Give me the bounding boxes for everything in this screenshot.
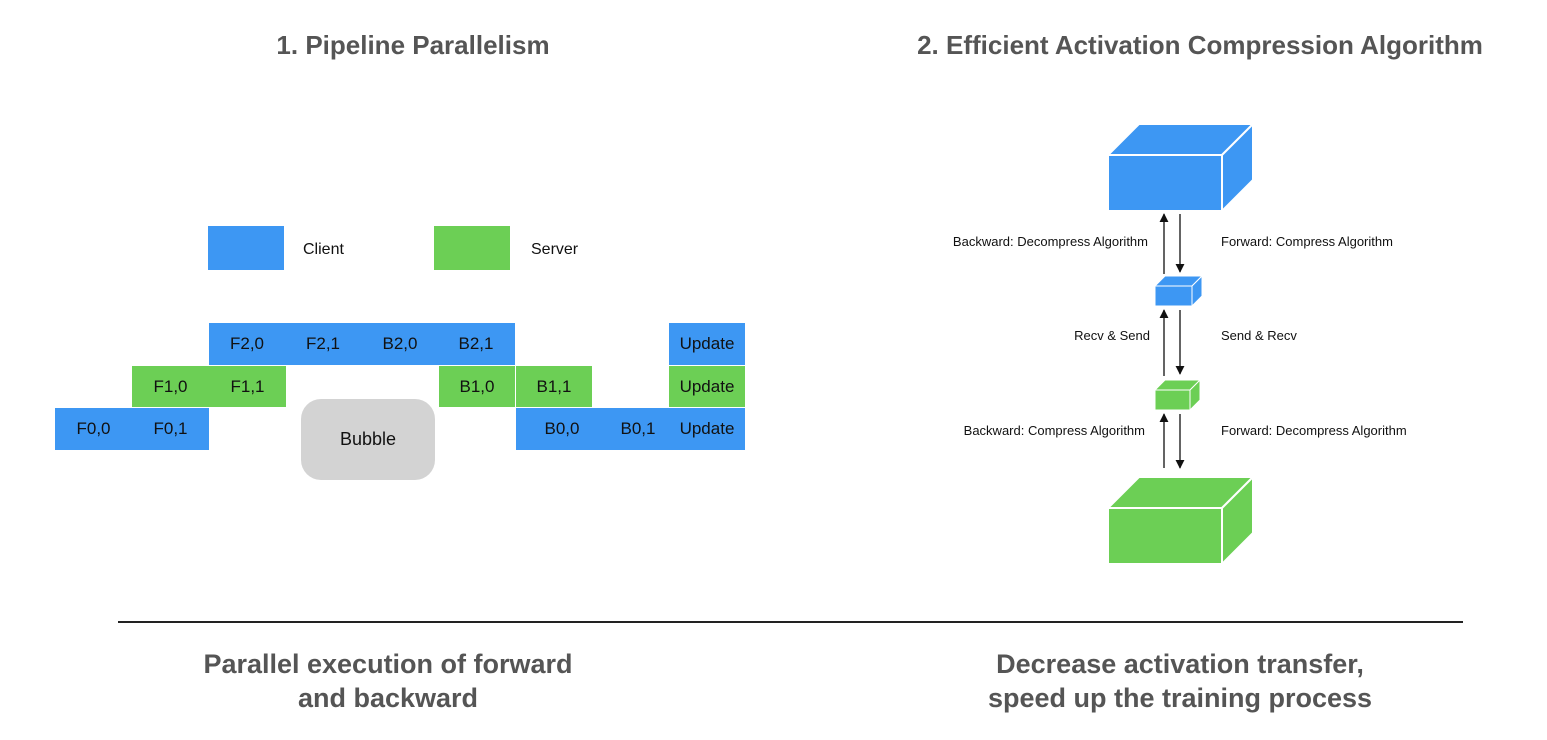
compression-caption-line-2: speed up the training process xyxy=(987,683,1373,713)
pipeline-title: 1. Pipeline Parallelism xyxy=(276,30,550,60)
small-server-box xyxy=(1153,378,1202,412)
cell-update-mid: Update xyxy=(669,366,745,407)
label-forward-decompress: Forward: Decompress Algorithm xyxy=(1221,423,1407,438)
compression-caption-line-1: Decrease activation transfer, xyxy=(996,649,1364,679)
cell-update-top: Update xyxy=(669,323,745,365)
label-send-recv: Send & Recv xyxy=(1221,328,1297,343)
cell-b1-0: B1,0 xyxy=(439,366,515,407)
cell-f0-0: F0,0 xyxy=(76,419,111,438)
cell-b2-0: B2,0 xyxy=(382,334,418,353)
pipeline-caption-line-2: and backward xyxy=(297,683,479,713)
compression-title: 2. Efficient Activation Compression Algo… xyxy=(917,30,1483,60)
large-server-box xyxy=(1105,474,1256,567)
pipeline-row-mid-block-left xyxy=(132,366,286,407)
cell-f1-0: F1,0 xyxy=(153,376,188,396)
divider-line xyxy=(118,621,1463,623)
legend-client-label: Client xyxy=(303,241,344,258)
compression-caption: Decrease activation transfer, speed up t… xyxy=(900,647,1460,715)
legend-server-swatch xyxy=(434,226,510,270)
cell-b2-1: B2,1 xyxy=(458,334,494,353)
cell-b0-1: B0,1 xyxy=(620,419,656,438)
cell-f2-1: F2,1 xyxy=(305,334,341,353)
label-recv-send: Recv & Send xyxy=(1074,328,1150,343)
legend-client-swatch xyxy=(208,226,284,270)
cell-update-bot: Update xyxy=(679,419,735,438)
cell-f0-1: F0,1 xyxy=(153,419,188,438)
cell-f1-1: F1,1 xyxy=(230,376,265,396)
small-client-box xyxy=(1153,274,1204,308)
pipeline-caption: Parallel execution of forward and backwa… xyxy=(120,647,656,715)
pipeline-row-bot-block-left xyxy=(55,408,209,450)
large-client-box xyxy=(1105,121,1256,214)
label-forward-compress: Forward: Compress Algorithm xyxy=(1221,234,1393,249)
pipeline-caption-line-1: Parallel execution of forward xyxy=(203,649,573,679)
label-backward-decompress: Backward: Decompress Algorithm xyxy=(952,234,1148,249)
pipeline-row-top-block xyxy=(209,323,515,365)
compression-diagram xyxy=(1105,121,1256,567)
bubble-box: Bubble xyxy=(301,399,435,480)
legend-server-label: Server xyxy=(531,241,579,258)
cell-b0-0: B0,0 xyxy=(544,419,580,438)
label-backward-compress: Backward: Compress Algorithm xyxy=(963,423,1145,438)
pipeline-row-bot-block-right xyxy=(516,408,745,450)
cell-f2-0: F2,0 xyxy=(229,334,265,353)
cell-b1-1: B1,1 xyxy=(516,366,592,407)
